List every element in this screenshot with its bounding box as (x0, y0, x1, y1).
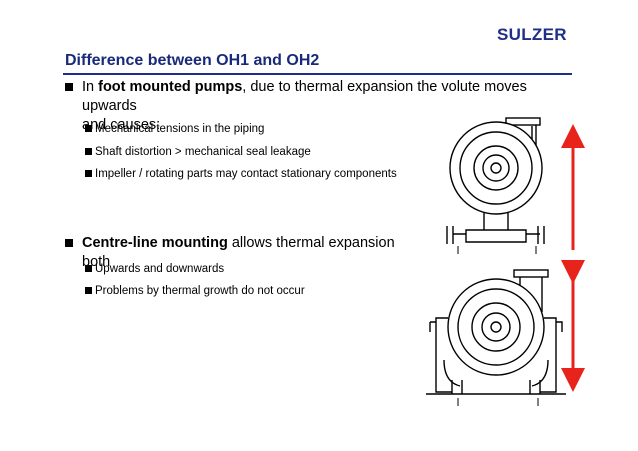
bullet-foot-mounted: In foot mounted pumps, due to thermal ex… (65, 78, 572, 135)
sub-bullet-text: Upwards and downwards (95, 263, 225, 275)
centre-line-pump-drawing (426, 269, 566, 406)
bullet1-suffix: , due to thermal expansion the volute mo… (82, 79, 527, 114)
sub-bullet-impeller-contact: Impeller / rotating parts may contact st… (85, 167, 397, 181)
slide-title: Difference between OH1 and OH2 (65, 52, 320, 69)
sub-bullet-up-down: Upwards and downwards (85, 262, 225, 276)
sub-bullet-no-problems: Problems by thermal growth do not occur (85, 284, 305, 298)
bullet-square-icon (85, 287, 92, 294)
bullet-square-icon (65, 239, 73, 247)
sub-bullet-mechanical-tensions: Mechanical tensions in the piping (85, 122, 265, 136)
sub-bullet-text: Shaft distortion > mechanical seal leaka… (95, 146, 311, 158)
title-underline (63, 73, 572, 75)
sub-bullet-text: Mechanical tensions in the piping (95, 123, 265, 135)
sulzer-logo: SULZER (497, 25, 567, 44)
bullet1-bold: foot mounted pumps (98, 79, 243, 95)
bullet-square-icon (85, 170, 92, 177)
sub-bullet-shaft-distortion: Shaft distortion > mechanical seal leaka… (85, 145, 311, 159)
bullet1-line2: and causes: (82, 117, 161, 133)
bullet1-prefix: In (82, 79, 99, 95)
sub-bullet-text: Problems by thermal growth do not occur (95, 285, 305, 297)
bullet-square-icon (85, 148, 92, 155)
sub-bullet-text: Impeller / rotating parts may contact st… (95, 168, 397, 180)
bullet-square-icon (65, 83, 73, 91)
bullet2-bold: Centre-line mounting (82, 235, 228, 251)
bullet-square-icon (85, 125, 92, 132)
bullet-square-icon (85, 265, 92, 272)
foot-mounted-pump-drawing (446, 117, 545, 254)
